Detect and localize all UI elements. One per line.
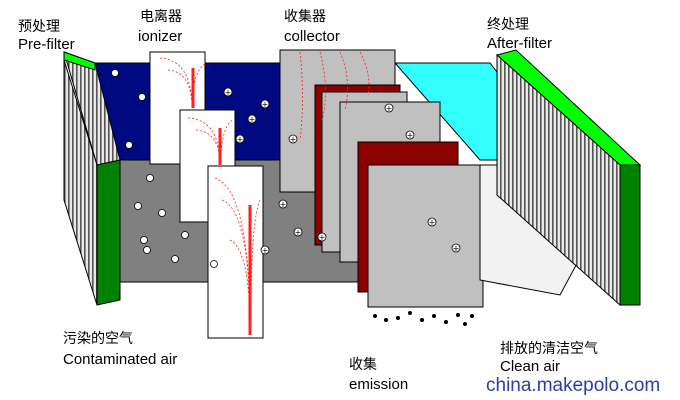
prefilter-label-en: Pre-filter — [18, 36, 75, 53]
plus-sign: + — [453, 244, 460, 253]
ionizer-label-zh: 电离器 — [140, 9, 182, 25]
emission-label-zh: 收集 — [349, 357, 377, 373]
collector-label-zh: 收集器 — [284, 9, 326, 25]
emission-drops — [373, 311, 474, 326]
particles — [111, 69, 218, 268]
plus-sign: + — [262, 246, 269, 255]
collector-label-en: collector — [284, 28, 340, 45]
charged-particles: + + + + + + + + + + + + + — [223, 87, 461, 255]
plus-sign: + — [237, 135, 244, 144]
plus-sign: + — [407, 131, 414, 140]
clean-air-label-zh: 排放的清洁空气 — [500, 341, 598, 357]
plus-sign: + — [290, 135, 297, 144]
contaminated-label-en: Contaminated air — [63, 351, 178, 368]
plus-sign: + — [249, 115, 256, 124]
after-filter — [495, 49, 642, 307]
plus-sign: + — [225, 88, 232, 97]
plus-sign: + — [295, 228, 302, 237]
ionizer-label-en: ionizer — [138, 28, 183, 45]
prefilter-label-zh: 预处理 — [18, 19, 60, 35]
plus-sign: + — [280, 200, 287, 209]
plus-sign: + — [386, 104, 393, 113]
plus-sign: + — [262, 100, 269, 109]
contaminated-label-zh: 污染的空气 — [63, 331, 133, 347]
watermark: china.makepolo.com — [486, 375, 661, 396]
emission-label-en: emission — [349, 376, 409, 393]
afterfilter-label-zh: 终处理 — [487, 17, 529, 33]
pre-filter — [63, 51, 121, 306]
afterfilter-label-en: After-filter — [487, 35, 553, 52]
plus-sign: + — [429, 218, 436, 227]
plus-sign: + — [319, 233, 326, 242]
clean-air-label-en: Clean air — [500, 358, 561, 375]
ionizer-plates — [149, 51, 264, 339]
